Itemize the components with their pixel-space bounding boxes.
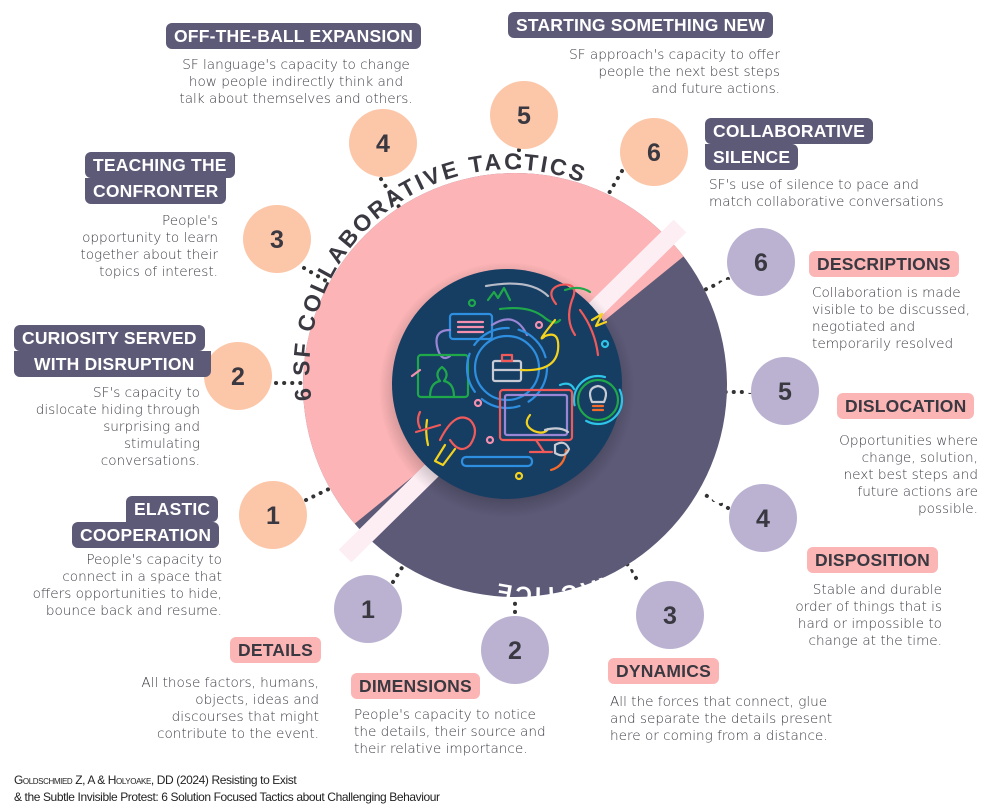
connector-tactic-6 <box>603 169 624 202</box>
connector-tactic-1 <box>304 485 335 502</box>
dimension-number: 4 <box>756 505 770 533</box>
tactic-circle-1: 1 <box>239 481 307 549</box>
dimension-circle-6: 6 <box>727 228 795 296</box>
dimension-title-3: DYNAMICS <box>608 658 719 684</box>
tactic-circle-5: 5 <box>490 81 558 149</box>
tactic-circle-4: 4 <box>349 109 417 177</box>
dimension-title-5: DISLOCATION <box>837 393 975 419</box>
dimension-description-1: All those factors, humans, objects, idea… <box>141 675 319 742</box>
tactic-number: 5 <box>517 102 531 130</box>
dimension-number: 5 <box>778 378 792 406</box>
citation-title-line2: & the Subtle Invisible Protest: 6 Soluti… <box>14 790 440 804</box>
dimension-circle-5: 5 <box>751 357 819 425</box>
dimension-circle-1: 1 <box>334 575 402 643</box>
citation-title-line1: , DD (2024) Resisting to Exist <box>150 773 297 787</box>
dimension-title-6: DESCRIPTIONS <box>809 251 959 277</box>
tactic-title-6-line1: COLLABORATIVE <box>705 118 873 144</box>
dimension-number: 1 <box>361 596 375 624</box>
dimension-number-circles: 6 5 4 3 2 1 <box>334 228 819 684</box>
tactic-number: 1 <box>266 502 280 530</box>
tactic-circle-3: 3 <box>243 205 311 273</box>
tactic-title-1-line1: ELASTIC <box>126 496 219 522</box>
dimension-title-1: DETAILS <box>230 637 321 663</box>
connector-dimension-4 <box>698 490 730 510</box>
tactic-description-3: People's opportunity to learn together a… <box>80 213 218 280</box>
tactic-title-6-line2: SILENCE <box>705 144 799 170</box>
connector-tactic-3 <box>302 266 335 287</box>
dimension-number: 6 <box>754 249 768 277</box>
tactic-title-2-line2: WITH DISRUPTION <box>14 351 211 377</box>
citation-author-2: Holyoake <box>107 773 152 787</box>
collaboration-doodle-icon <box>410 282 624 481</box>
dimension-description-2: People's capacity to notice the details,… <box>354 707 546 757</box>
tactic-title-3-line2: CONFRONTER <box>85 178 227 204</box>
tactic-circle-6: 6 <box>620 118 688 186</box>
dimension-description-4: Stable and durable order of things that … <box>795 582 942 649</box>
dimension-circle-2: 2 <box>481 616 549 684</box>
dimension-description-3: All the forces that connect, glue and se… <box>610 694 833 744</box>
tactic-number: 3 <box>270 226 284 254</box>
citation-author-1: Goldschmied <box>14 773 73 787</box>
dimension-description-5: Opportunities where change, solution, ne… <box>839 433 978 517</box>
connector-dimension-6 <box>698 277 730 294</box>
connector-tactic-4 <box>379 177 403 212</box>
dimension-description-6: Collaboration is made visible to be disc… <box>812 285 971 352</box>
dimension-circle-4: 4 <box>729 484 797 552</box>
tactic-title-5: STARTING SOMETHING NEW <box>508 12 774 38</box>
dimension-circle-3: 3 <box>636 581 704 649</box>
tactic-circle-2: 2 <box>204 342 272 410</box>
tactic-description-4: SF language's capacity to change how peo… <box>179 57 413 107</box>
tactic-description-2: SF's capacity to dislocate hiding throug… <box>35 385 200 469</box>
tactic-number: 4 <box>376 130 390 158</box>
dimension-title-4: DISPOSITION <box>807 547 938 573</box>
dimension-title-2: DIMENSIONS <box>351 673 480 699</box>
dimension-number: 2 <box>508 637 522 665</box>
citation: Goldschmied Z, A & Holyoake, DD (2024) R… <box>14 772 440 806</box>
tactic-number: 2 <box>231 363 245 391</box>
tactic-number: 6 <box>647 139 661 167</box>
tactic-description-5: SF approach's capacity to offer people t… <box>569 47 780 97</box>
tactic-title-3-line1: TEACHING THE <box>85 152 235 178</box>
tactic-number-circles: 1 2 3 4 5 6 <box>204 81 688 549</box>
tactic-title-2-line1: CURIOSITY SERVED <box>14 325 205 351</box>
dimension-number: 3 <box>663 602 677 630</box>
tactic-title-4: OFF-THE-BALL EXPANSION <box>166 23 422 49</box>
citation-initials: Z, A & <box>72 773 108 787</box>
tactic-description-1: People's capacity to connect in a space … <box>32 552 222 619</box>
tactic-title-1-line2: COOPERATION <box>72 522 220 548</box>
tactic-description-6: SF's use of silence to pace and match co… <box>709 177 944 210</box>
